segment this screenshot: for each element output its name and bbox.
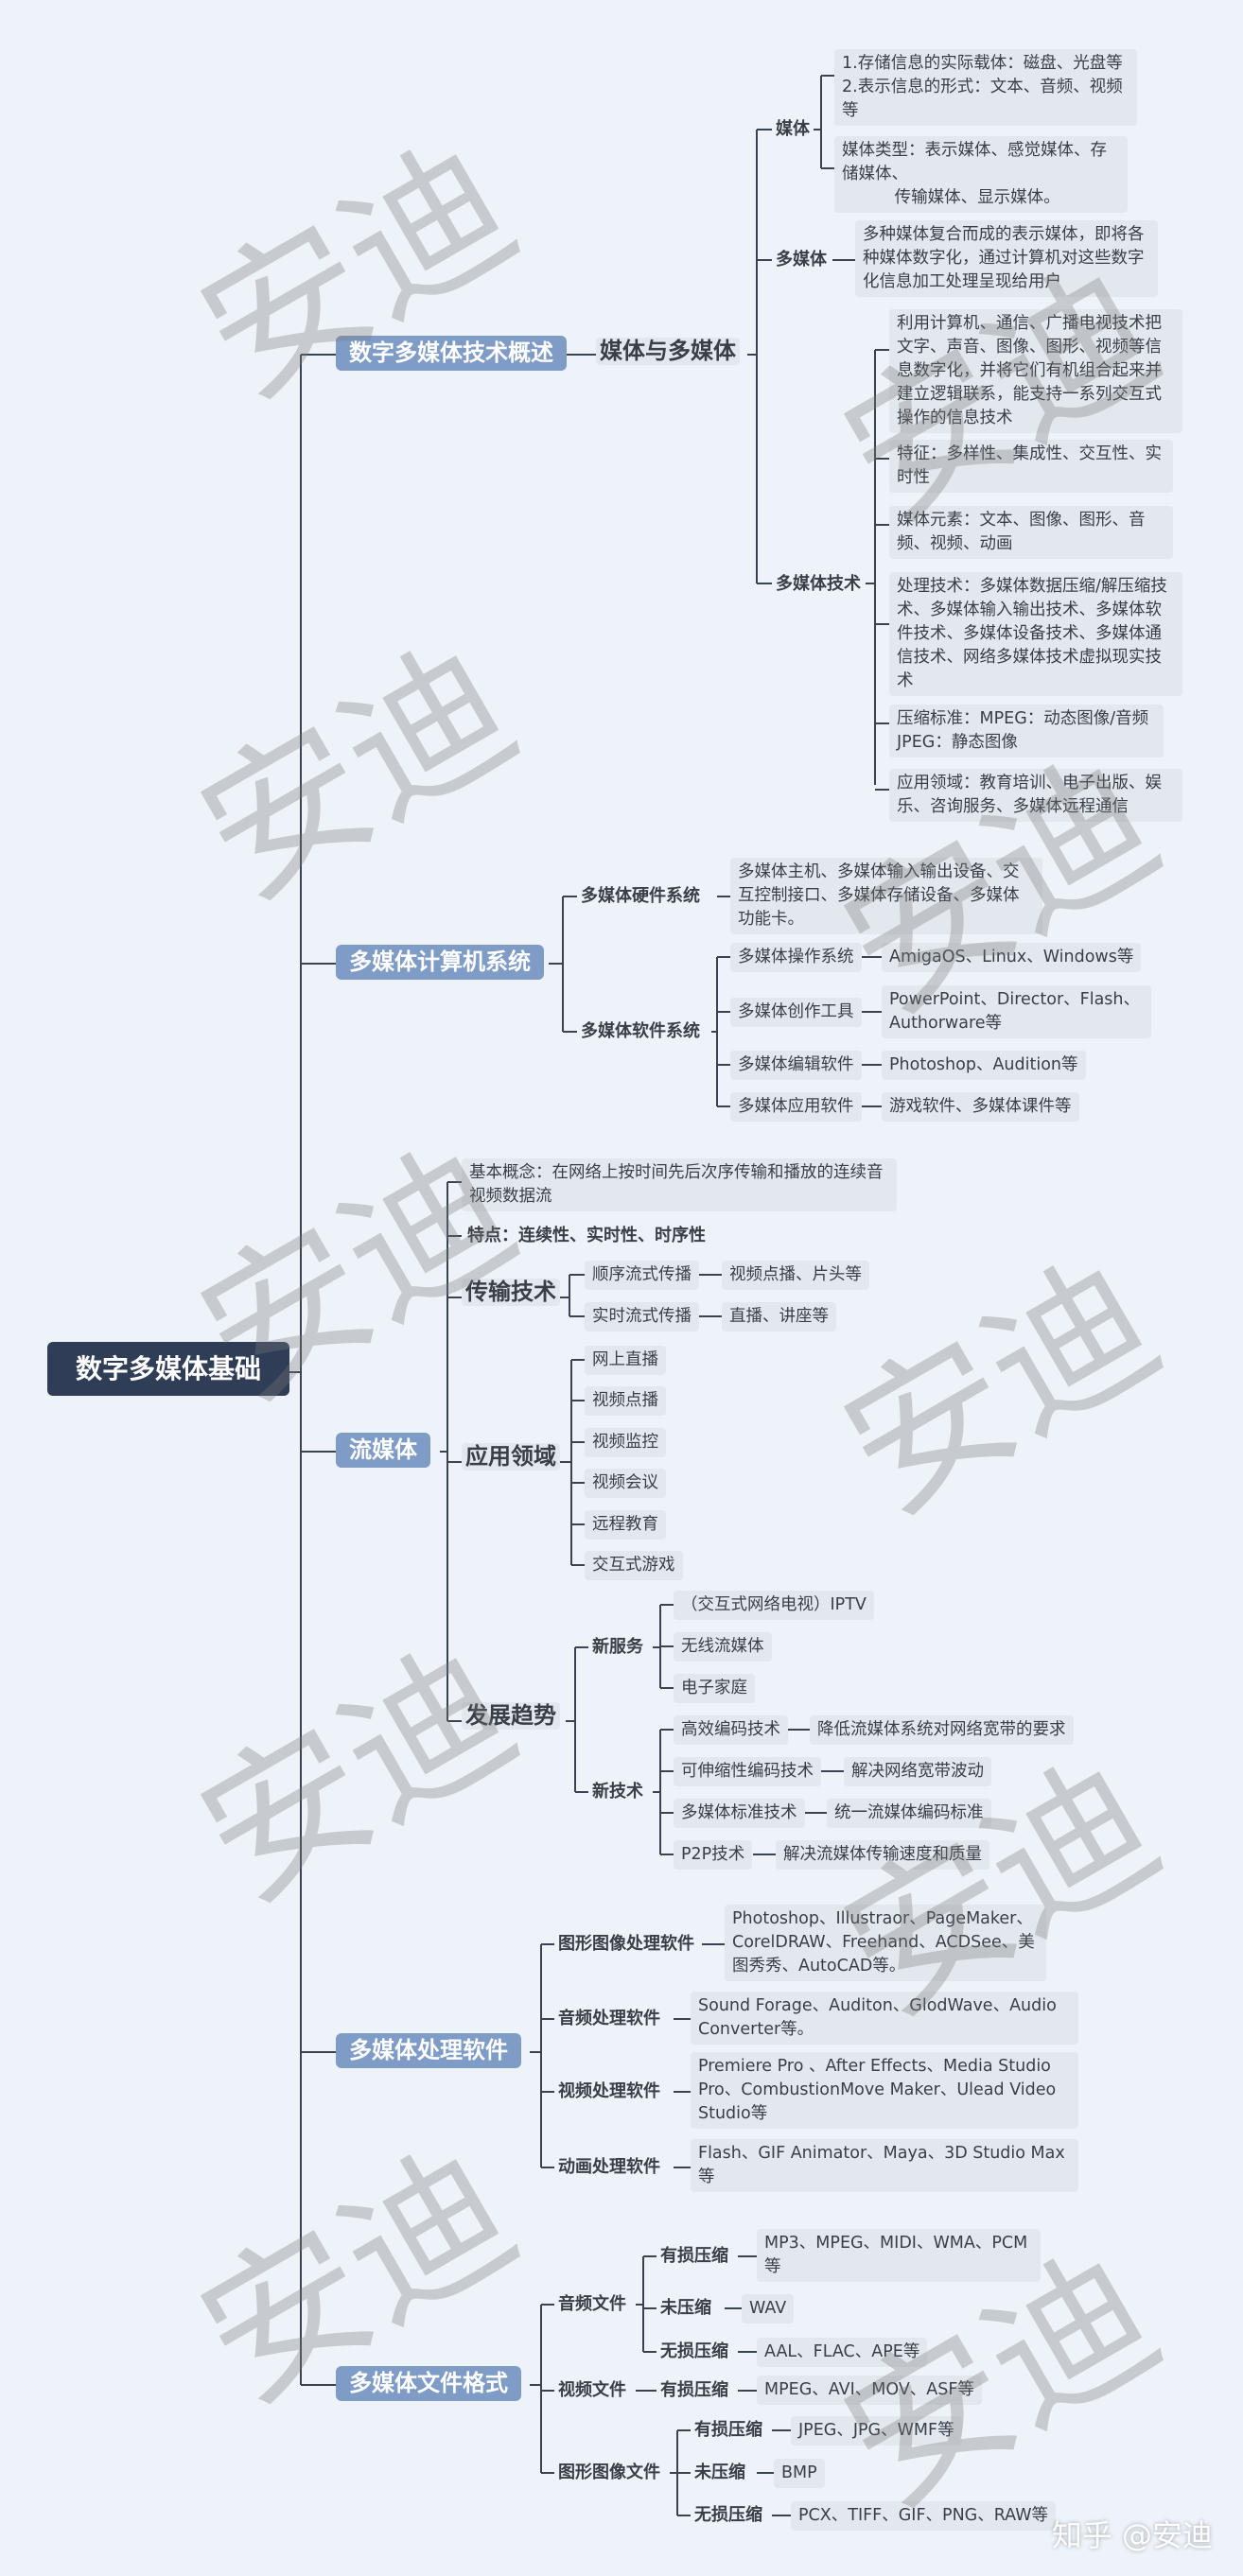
- leaf-sw-authoring-key[interactable]: 多媒体创作工具: [730, 998, 862, 1027]
- node-hardware-system[interactable]: 多媒体硬件系统: [581, 886, 700, 906]
- leaf-tech-elements[interactable]: 媒体元素：文本、图像、图形、音频、视频、动画: [889, 506, 1173, 559]
- leaf-svc-wireless[interactable]: 无线流媒体: [674, 1632, 772, 1662]
- leaf-tech-standards[interactable]: 压缩标准：MPEG：动态图像/音频 JPEG：静态图像: [889, 705, 1164, 757]
- leaf-tech-p2p-key[interactable]: P2P技术: [674, 1840, 753, 1870]
- leaf-svc-iptv[interactable]: （交互式网络电视）IPTV: [674, 1591, 874, 1620]
- leaf-animation-software[interactable]: Flash、GIF Animator、Maya、3D Studio Max等: [691, 2139, 1078, 2192]
- leaf-tech-applications[interactable]: 应用领域：教育培训、电子出版、娱乐、咨询服务、多媒体远程通信: [889, 769, 1182, 822]
- leaf-svc-ehome[interactable]: 电子家庭: [674, 1674, 755, 1703]
- leaf-tech-coding-key[interactable]: 高效编码技术: [674, 1715, 788, 1745]
- leaf-image-lossy[interactable]: JPEG、JPG、WMF等: [791, 2416, 962, 2445]
- branch-multimedia-file-formats[interactable]: 多媒体文件格式: [336, 2366, 521, 2401]
- leaf-multimedia-definition[interactable]: 多种媒体复合而成的表示媒体，即将各种媒体数字化，通过计算机对这些数字化信息加工处…: [855, 220, 1158, 297]
- leaf-app-live[interactable]: 网上直播: [585, 1346, 666, 1375]
- leaf-image-software[interactable]: Photoshop、Illustraor、PageMaker、CorelDRAW…: [725, 1905, 1046, 1981]
- leaf-tech-p2p-value[interactable]: 解决流媒体传输速度和质量: [776, 1840, 989, 1870]
- node-new-technology[interactable]: 新技术: [592, 1782, 643, 1801]
- leaf-sw-app-key[interactable]: 多媒体应用软件: [730, 1092, 862, 1122]
- node-animation-software[interactable]: 动画处理软件: [558, 2157, 660, 2177]
- branch-streaming-media[interactable]: 流媒体: [336, 1433, 430, 1468]
- leaf-sequential-key[interactable]: 顺序流式传播: [585, 1261, 699, 1290]
- leaf-app-games[interactable]: 交互式游戏: [585, 1551, 683, 1580]
- node-application-fields[interactable]: 应用领域: [462, 1443, 560, 1471]
- leaf-hardware-components[interactable]: 多媒体主机、多媒体输入输出设备、交互控制接口、多媒体存储设备、多媒体功能卡。: [730, 858, 1042, 934]
- branch-multimedia-software[interactable]: 多媒体处理软件: [336, 2033, 521, 2068]
- node-video-lossy[interactable]: 有损压缩: [660, 2380, 728, 2400]
- branch-multimedia-overview[interactable]: 数字多媒体技术概述: [336, 336, 567, 371]
- leaf-video-software[interactable]: Premiere Pro 、After Effects、Media Studio…: [691, 2052, 1078, 2129]
- leaf-sequential-value[interactable]: 视频点播、片头等: [722, 1261, 869, 1290]
- leaf-app-monitoring[interactable]: 视频监控: [585, 1428, 666, 1457]
- node-audio-lossy[interactable]: 有损压缩: [660, 2246, 728, 2266]
- leaf-media-definition[interactable]: 1.存储信息的实际载体：磁盘、光盘等 2.表示信息的形式：文本、音频、视频等: [834, 49, 1137, 126]
- leaf-video-lossy[interactable]: MPEG、AVI、MOV、ASF等: [757, 2376, 982, 2405]
- leaf-streaming-concept[interactable]: 基本概念：在网络上按时间先后次序传输和播放的连续音视频数据流: [462, 1158, 897, 1211]
- leaf-tech-coding-value[interactable]: 降低流媒体系统对网络宽带的要求: [810, 1715, 1074, 1745]
- node-audio-files[interactable]: 音频文件: [558, 2294, 626, 2314]
- leaf-tech-standard-value[interactable]: 统一流媒体编码标准: [827, 1799, 991, 1828]
- root-node[interactable]: 数字多媒体基础: [47, 1342, 290, 1396]
- node-image-lossy[interactable]: 有损压缩: [694, 2420, 762, 2440]
- node-media-and-multimedia[interactable]: 媒体与多媒体: [596, 338, 740, 365]
- leaf-media-types[interactable]: 媒体类型：表示媒体、感觉媒体、存储媒体、 传输媒体、显示媒体。: [834, 136, 1128, 213]
- leaf-app-conference[interactable]: 视频会议: [585, 1469, 666, 1498]
- node-development-trends[interactable]: 发展趋势: [462, 1702, 560, 1730]
- leaf-audio-lossless[interactable]: AAL、FLAC、APE等: [757, 2338, 928, 2367]
- node-image-lossless[interactable]: 无损压缩: [694, 2505, 762, 2525]
- leaf-sw-os-value[interactable]: AmigaOS、Linux、Windows等: [882, 943, 1142, 972]
- leaf-sw-os-key[interactable]: 多媒体操作系统: [730, 943, 862, 972]
- node-image-uncompressed[interactable]: 未压缩: [694, 2463, 745, 2482]
- node-audio-lossless[interactable]: 无损压缩: [660, 2341, 728, 2361]
- leaf-sw-authoring-value[interactable]: PowerPoint、Director、Flash、Authorware等: [882, 985, 1151, 1038]
- node-multimedia[interactable]: 多媒体: [776, 250, 827, 270]
- leaf-sw-editing-value[interactable]: Photoshop、Audition等: [882, 1051, 1086, 1080]
- leaf-tech-definition[interactable]: 利用计算机、通信、广播电视技术把文字、声音、图像、图形、视频等信息数字化，并将它…: [889, 309, 1182, 433]
- leaf-realtime-value[interactable]: 直播、讲座等: [722, 1302, 836, 1332]
- node-software-system[interactable]: 多媒体软件系统: [581, 1021, 700, 1041]
- node-transmission-tech[interactable]: 传输技术: [462, 1279, 560, 1306]
- leaf-sw-app-value[interactable]: 游戏软件、多媒体课件等: [882, 1092, 1079, 1122]
- node-image-software[interactable]: 图形图像处理软件: [558, 1934, 694, 1954]
- node-image-files[interactable]: 图形图像文件: [558, 2463, 660, 2482]
- node-audio-software[interactable]: 音频处理软件: [558, 2009, 660, 2028]
- leaf-sw-editing-key[interactable]: 多媒体编辑软件: [730, 1051, 862, 1080]
- leaf-image-lossless[interactable]: PCX、TIFF、GIF、PNG、RAW等: [791, 2501, 1057, 2531]
- leaf-audio-lossy[interactable]: MP3、MPEG、MIDI、WMA、PCM等: [757, 2229, 1041, 2282]
- leaf-image-uncompressed[interactable]: BMP: [774, 2459, 825, 2488]
- leaf-realtime-key[interactable]: 实时流式传播: [585, 1302, 699, 1332]
- branch-multimedia-computer-system[interactable]: 多媒体计算机系统: [336, 945, 544, 980]
- node-audio-uncompressed[interactable]: 未压缩: [660, 2298, 711, 2318]
- node-video-software[interactable]: 视频处理软件: [558, 2081, 660, 2101]
- leaf-tech-scalable-key[interactable]: 可伸缩性编码技术: [674, 1757, 821, 1786]
- leaf-tech-standard-key[interactable]: 多媒体标准技术: [674, 1799, 805, 1828]
- node-streaming-features[interactable]: 特点：连续性、实时性、时序性: [467, 1226, 706, 1245]
- leaf-audio-software[interactable]: Sound Forage、Auditon、GlodWave、Audio Conv…: [691, 1992, 1078, 2045]
- leaf-audio-uncompressed[interactable]: WAV: [742, 2294, 795, 2324]
- node-video-files[interactable]: 视频文件: [558, 2380, 626, 2400]
- leaf-app-vod[interactable]: 视频点播: [585, 1386, 666, 1416]
- leaf-tech-scalable-value[interactable]: 解决网络宽带波动: [844, 1757, 991, 1786]
- zhihu-credit: 知乎 @安迪: [1051, 2517, 1213, 2553]
- leaf-tech-processing[interactable]: 处理技术：多媒体数据压缩/解压缩技术、多媒体输入输出技术、多媒体软件技术、多媒体…: [889, 572, 1182, 696]
- node-new-services[interactable]: 新服务: [592, 1637, 643, 1657]
- leaf-tech-features[interactable]: 特征：多样性、集成性、交互性、实时性: [889, 440, 1173, 493]
- leaf-app-education[interactable]: 远程教育: [585, 1510, 666, 1540]
- node-media[interactable]: 媒体: [776, 119, 810, 139]
- node-multimedia-tech[interactable]: 多媒体技术: [776, 574, 861, 594]
